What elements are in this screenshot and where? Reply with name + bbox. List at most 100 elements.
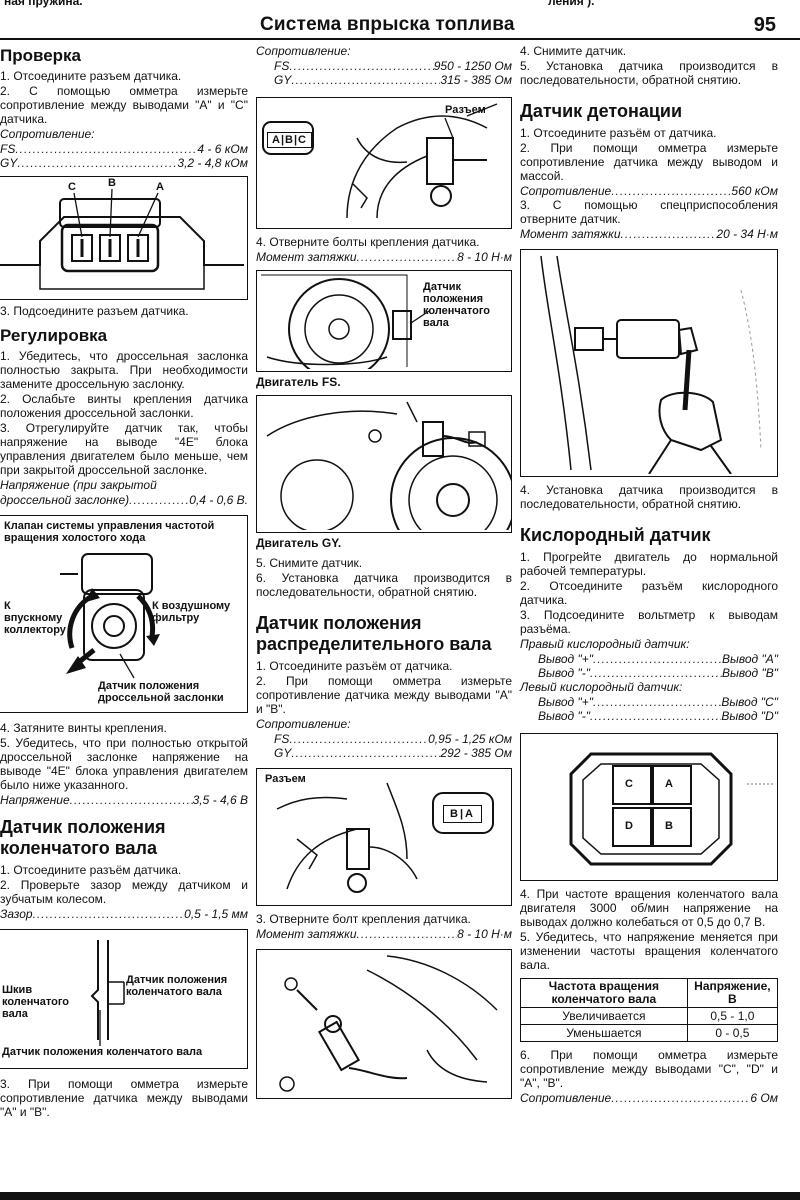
connector-pins: A|B|C xyxy=(267,132,312,148)
step: 4. Снимите датчик. xyxy=(520,44,627,58)
page-number: 95 xyxy=(753,14,776,36)
step: 4. Отверните болты крепления датчика. xyxy=(256,235,480,249)
spec-row: Сопротивление6 Ом xyxy=(520,1091,778,1105)
step: 3. При помощи омметра измерьте сопротивл… xyxy=(0,1077,248,1119)
crank-connector-drawing xyxy=(262,103,498,219)
engine-gy-drawing xyxy=(266,401,511,530)
spec-row: GY315 - 385 Ом xyxy=(256,73,512,87)
pin-label-a: A xyxy=(156,181,164,193)
step: 1. Отсоедините разъём от датчика. xyxy=(520,126,717,140)
pin-label-a: A xyxy=(665,778,673,790)
step: 3. Отверните болт крепления датчика. xyxy=(256,912,471,926)
heading-knock-sensor: Датчик детонации xyxy=(520,101,683,121)
idle-valve-drawing xyxy=(60,553,160,679)
table-row: Увеличивается 0,5 - 1,0 xyxy=(520,1007,779,1025)
spec-row: Вывод "+"Вывод "С" xyxy=(520,695,778,709)
figure-tps-connector: C B A xyxy=(0,176,248,300)
right-sensor-label: Правый кислородный датчик: xyxy=(520,637,690,651)
spec-row: Сопротивление560 кОм xyxy=(520,184,778,198)
table-header: Напряжение, В xyxy=(686,978,779,1008)
resistance-label: Сопротивление: xyxy=(256,44,351,58)
connector-drawing xyxy=(0,188,244,290)
spec-row: Вывод "-"Вывод "В" xyxy=(520,666,778,680)
step: 5. Снимите датчик. xyxy=(256,556,363,570)
resistance-label: Сопротивление: xyxy=(0,127,95,141)
step: 4. При частоте вращения коленчатого вала… xyxy=(520,887,778,929)
crank-gap-drawing xyxy=(90,940,125,1046)
knock-tool-drawing xyxy=(540,255,762,474)
table-cell: Уменьшается xyxy=(520,1024,688,1042)
tail-left: ная пружина. xyxy=(4,0,83,8)
table-cell: 0 - 0,5 xyxy=(686,1024,779,1042)
heading-o2-sensor: Кислородный датчик xyxy=(520,525,711,545)
label-sensor-bottom: Датчик положения коленчатого вала xyxy=(2,1046,203,1058)
figure-crank-connector: Разъем A|B|C xyxy=(256,97,512,229)
label-intake: К впускному коллектору xyxy=(4,600,66,636)
figure-knock-tool xyxy=(520,249,778,477)
heading-check: Проверка xyxy=(0,46,82,65)
pin-label-c: C xyxy=(68,181,76,193)
spec-row: GY292 - 385 Ом xyxy=(256,746,512,760)
resistance-label: Сопротивление: xyxy=(256,717,351,731)
spec-row: FS4 - 6 кОм xyxy=(0,142,248,156)
spec-row: Зазор0,5 - 1,5 мм xyxy=(0,907,248,921)
step: 3. Подсоедините разъем датчика. xyxy=(0,304,189,318)
spec-row: Момент затяжки20 - 34 Н·м xyxy=(520,227,778,241)
step: 6. При помощи омметра измерьте сопротивл… xyxy=(520,1048,778,1090)
step: 6. Установка датчика производится в посл… xyxy=(256,571,512,599)
left-sensor-label: Левый кислородный датчик: xyxy=(520,680,683,694)
figure-caption: Двигатель GY. xyxy=(256,536,342,550)
previous-page-tail: ная пружина. ления ). xyxy=(0,0,800,22)
spec-row: GY3,2 - 4,8 кОм xyxy=(0,156,248,170)
spec-row: FS0,95 - 1,25 кОм xyxy=(256,732,512,746)
column-middle: Сопротивление: FS950 - 1250 Ом GY315 - 3… xyxy=(256,44,512,1099)
figure-crank-gap: Шкив коленчатого вала Датчик положения к… xyxy=(0,929,248,1069)
step: 4. Затяните винты крепления. xyxy=(0,721,167,735)
step: 5. Установка датчика производится в посл… xyxy=(520,59,778,87)
pin-label-b: B xyxy=(665,820,673,832)
heading-adjust: Регулировка xyxy=(0,326,108,345)
step: 2. Отсоедините разъём кислородного датчи… xyxy=(520,579,778,607)
heading-cam-sensor: Датчик положения распределительного вала xyxy=(256,613,492,654)
voltage-label: Напряжение (при закрытой xyxy=(0,478,157,492)
voltage-table: Частота вращения коленчатого вала Напряж… xyxy=(520,978,779,1042)
cam-sensor-drawing xyxy=(279,955,498,1092)
figure-cam-connector: Разъем B|A xyxy=(256,768,512,906)
step: 5. Убедитесь, что напряжение меняется пр… xyxy=(520,930,778,972)
label-connector: Разъем xyxy=(445,104,486,116)
spec-row: Момент затяжки8 - 10 Н·м xyxy=(256,927,512,941)
step: 2. При помощи омметра измерьте сопротивл… xyxy=(256,674,512,716)
table-row: Уменьшается 0 - 0,5 xyxy=(520,1024,779,1042)
step: 2. С помощью омметра измерьте сопротивле… xyxy=(0,84,248,126)
bottom-border xyxy=(0,1192,800,1200)
connector-pins: B|A xyxy=(443,805,482,823)
figure-o2-connector: C A D B xyxy=(520,733,778,881)
figure-crank-fs: Датчик положения коленчатого вала xyxy=(256,270,512,372)
pin-label-b: B xyxy=(108,177,116,189)
engine-fs-drawing xyxy=(261,274,430,369)
step: 1. Прогрейте двигатель до нормальной раб… xyxy=(520,550,778,578)
step: 3. Отрегулируйте датчик так, чтобы напря… xyxy=(0,421,248,477)
label-air-filter: К воздушному фильтру xyxy=(152,600,231,624)
label-sensor: Датчик положения коленчатого вала xyxy=(126,974,228,998)
spec-row: дроссельной заслонке)0,4 - 0,6 В. xyxy=(0,493,248,507)
step: 2. При помощи омметра измерьте сопротивл… xyxy=(520,141,778,183)
label-tps: Датчик положения дроссельной заслонки xyxy=(98,680,224,704)
step: 1. Отсоедините разъём от датчика. xyxy=(256,659,453,673)
step: 2. Проверьте зазор между датчиком и зубч… xyxy=(0,878,248,906)
step: 1. Отсоедините разъем датчика. xyxy=(0,69,182,83)
step: 3. Подсоедините вольтметр к выводам разъ… xyxy=(520,608,778,636)
table-cell: Увеличивается xyxy=(520,1007,688,1025)
table-cell: 0,5 - 1,0 xyxy=(686,1007,779,1025)
step: 3. С помощью спецприспособления отвернит… xyxy=(520,198,778,226)
spec-row: Момент затяжки8 - 10 Н·м xyxy=(256,250,512,264)
figure-cam-sensor xyxy=(256,949,512,1099)
figure-crank-gy xyxy=(256,395,512,533)
section-title: Система впрыска топлива xyxy=(260,14,515,35)
spec-row: FS950 - 1250 Ом xyxy=(256,59,512,73)
table-header-row: Частота вращения коленчатого вала Напряж… xyxy=(520,978,779,1008)
step: 4. Установка датчика производится в посл… xyxy=(520,483,778,511)
pin-label-c: C xyxy=(625,778,633,790)
spec-row: Вывод "+"Вывод "А" xyxy=(520,652,778,666)
spec-row: Напряжение3,5 - 4,6 В xyxy=(0,793,248,807)
